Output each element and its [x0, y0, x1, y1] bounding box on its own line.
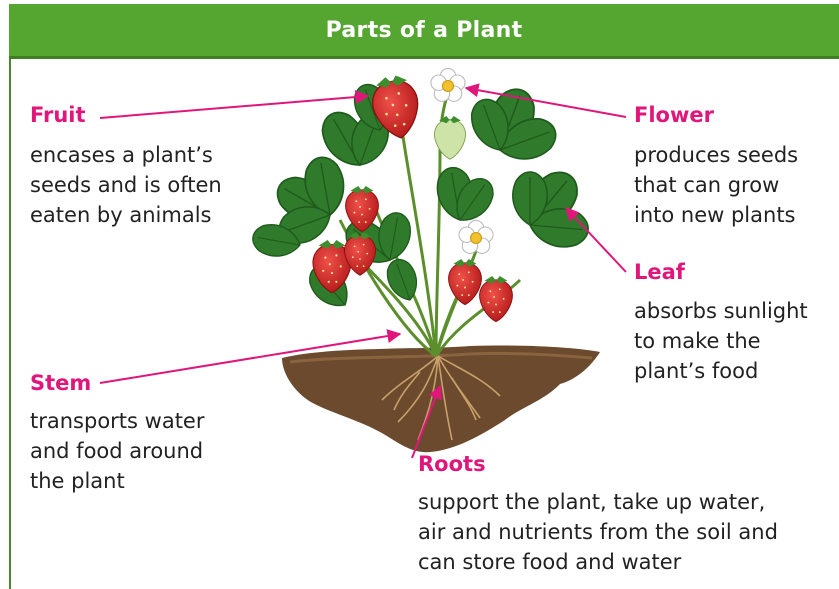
flower-label: Flower: [634, 103, 714, 127]
flower-description: produces seeds that can grow into new pl…: [634, 140, 798, 230]
leaves-drawing: [250, 80, 589, 315]
roots-label: Roots: [418, 452, 486, 476]
fruit-arrow: [100, 96, 368, 118]
fruit-description: encases a plant’s seeds and is often eat…: [30, 140, 222, 230]
leaf-label: Leaf: [634, 260, 685, 284]
roots-description: support the plant, take up water, air an…: [418, 487, 778, 577]
leaf-description: absorbs sunlight to make the plant’s foo…: [634, 296, 808, 386]
stem-description: transports water and food around the pla…: [30, 406, 204, 496]
fruit-label: Fruit: [30, 103, 86, 127]
stem-label: Stem: [30, 371, 91, 395]
